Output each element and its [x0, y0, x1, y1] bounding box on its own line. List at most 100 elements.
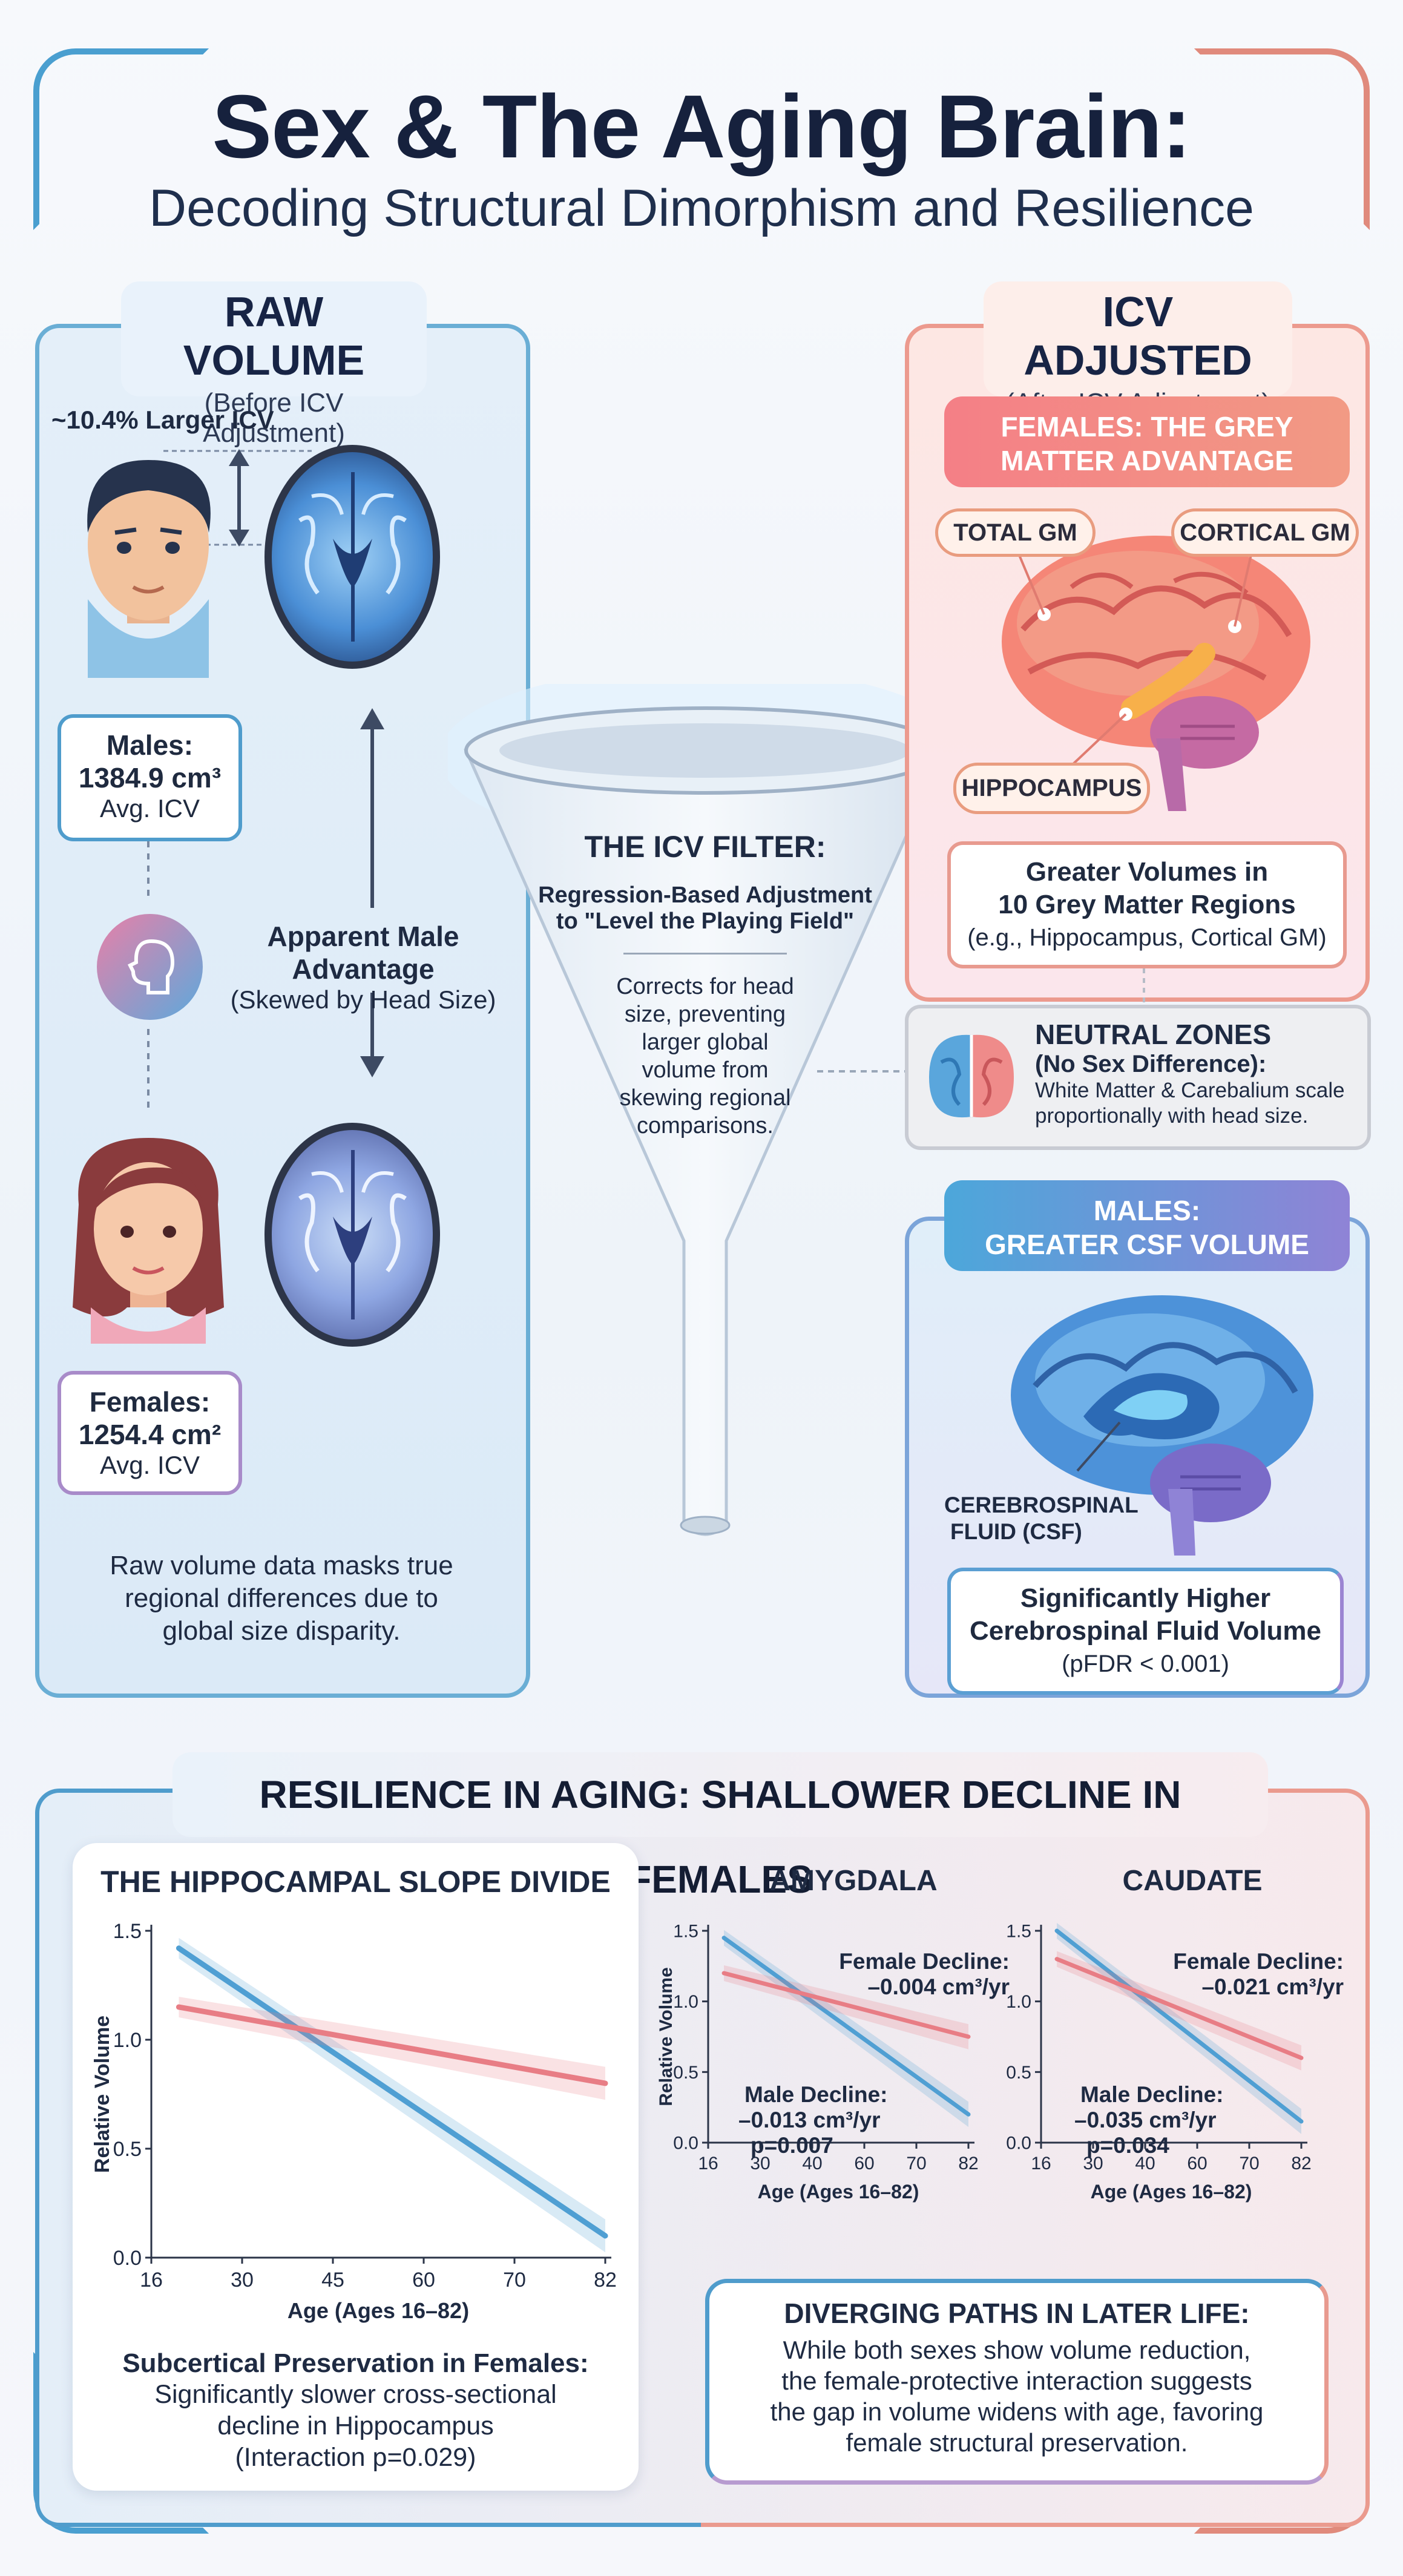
raw-volume-illustrations	[147, 449, 384, 1108]
page-subtitle: Decoding Structural Dimorphism and Resil…	[149, 179, 1254, 237]
y-tick-label: 1.0	[673, 1992, 698, 2012]
icv-adjusted-title: ICV ADJUSTED	[1024, 288, 1252, 384]
amygdala-chart-title: AMYGDALA	[769, 1865, 938, 1897]
frame-corner-top-left	[33, 48, 209, 230]
diverge-title: DIVERGING PATHS IN LATER LIFE:	[784, 2298, 1250, 2329]
y-tick-label: 0.0	[1006, 2134, 1031, 2154]
x-tick-label: 70	[503, 2269, 526, 2292]
greater-line-1: Greater Volumes in	[1025, 857, 1269, 887]
caudate-male-p: p=0.034	[1086, 2133, 1169, 2158]
csf-summary-callout: Significantly Higher Cerebrospinal Fluid…	[947, 1568, 1344, 1695]
filter-method-line-1: Regression-Based Adjustment	[538, 882, 872, 908]
y-tick-label: 1.0	[1006, 1992, 1031, 2012]
male-brain-detail	[298, 472, 407, 642]
filter-method-line-2: to "Level the Playing Field"	[556, 908, 855, 934]
female-confidence-band	[724, 1965, 968, 2049]
x-tick-label: 16	[698, 2154, 718, 2174]
y-tick-label: 1.5	[1006, 1922, 1031, 1942]
filter-desc-3: larger global	[642, 1030, 769, 1055]
raw-volume-footer: Raw volume data masks true regional diff…	[54, 1549, 508, 1648]
female-confidence-band	[179, 1997, 605, 2100]
csf-box-line-2: Cerebrospinal Fluid Volume	[969, 1616, 1322, 1646]
head-silhouette-icon	[127, 939, 175, 994]
greater-line-3: (e.g., Hippocampus, Cortical GM)	[967, 924, 1327, 951]
x-tick-label: 30	[1083, 2154, 1103, 2174]
x-tick-label: 60	[1187, 2154, 1207, 2174]
x-tick-label: 82	[594, 2269, 617, 2292]
tag-total-gm: TOTAL GM	[935, 508, 1096, 557]
y-tick-label: 1.5	[673, 1922, 698, 1942]
neutral-brain-icon	[929, 1034, 1014, 1118]
x-tick-label: 60	[854, 2154, 874, 2174]
filter-title: THE ICV FILTER:	[584, 830, 826, 864]
raw-volume-title: RAW VOLUME	[183, 288, 365, 384]
neutral-title: NEUTRAL ZONES	[1035, 1019, 1272, 1050]
male-banner-line-1: MALES:	[1093, 1195, 1201, 1226]
hippo-caption-title: Subcertical Preservation in Females:	[122, 2348, 589, 2378]
x-tick-label: 40	[802, 2154, 822, 2174]
csf-brain-illustration	[1011, 1295, 1313, 1556]
filter-divider	[623, 953, 787, 954]
y-tick-label: 0.5	[673, 2063, 698, 2083]
caudate-female-value: –0.021 cm³/yr	[1201, 1974, 1344, 1999]
y-axis-label: Relative Volume	[656, 1967, 676, 2106]
females-label: Females:	[89, 1386, 211, 1418]
y-tick-label: 1.5	[113, 1920, 142, 1943]
filter-neutral-connector	[817, 1070, 908, 1073]
amygdala-female-annotation: Female Decline: –0.004 cm³/yr	[828, 1949, 1010, 2000]
csf-label-line-1: CEREBROSPINAL	[944, 1493, 1138, 1517]
apparent-line-2: Advantage	[292, 953, 435, 985]
caudate-male-value: –0.035 cm³/yr	[1074, 2108, 1217, 2132]
hippo-caption-line-1: Significantly slower cross-sectional	[154, 2380, 557, 2409]
head-profile-icon	[97, 914, 203, 1020]
diverge-line-4: female structural preservation.	[846, 2428, 1188, 2457]
filter-desc-1: Corrects for head	[616, 974, 794, 999]
males-icv-value: 1384.9 cm³	[78, 762, 222, 794]
tag-cortical-gm: CORTICAL GM	[1171, 508, 1359, 557]
csf-label: CEREBROSPINAL FLUID (CSF)	[944, 1492, 1138, 1545]
amygdala-female-value: –0.004 cm³/yr	[867, 1974, 1010, 1999]
csf-box-line-3: (pFDR < 0.001)	[1062, 1651, 1229, 1677]
x-tick-label: 82	[1291, 2154, 1311, 2174]
diverging-paths-box	[705, 2279, 1329, 2485]
hippocampus-chart-panel	[73, 1843, 639, 2491]
x-tick-label: 60	[412, 2269, 435, 2292]
female-face-illustration	[73, 1138, 224, 1344]
x-tick-label: 45	[321, 2269, 344, 2292]
raw-footer-line-1: Raw volume data masks true	[110, 1551, 453, 1580]
filter-description: Corrects for head size, preventing large…	[514, 973, 896, 1140]
neutral-line-1: White Matter & Carebalium scale	[1035, 1079, 1345, 1102]
raw-footer-line-3: global size disparity.	[162, 1616, 401, 1646]
female-trend-line	[721, 1971, 971, 2039]
amygdala-male-value: –0.013 cm³/yr	[738, 2108, 881, 2132]
greater-line-2: 10 Grey Matter Regions	[998, 890, 1296, 919]
apparent-line-3: (Skewed by Head Size)	[230, 985, 496, 1014]
icv-difference-note: ~10.4% Larger ICV	[51, 406, 274, 434]
x-axis-label: Age (Ages 16–82)	[288, 2298, 469, 2323]
tag-hippocampus: HIPPOCAMPUS	[953, 763, 1150, 814]
x-tick-label: 82	[958, 2154, 978, 2174]
x-tick-label: 16	[1031, 2154, 1051, 2174]
filter-desc-2: size, preventing	[624, 1002, 786, 1027]
hippocampus-chart-title: THE HIPPOCAMPAL SLOPE DIVIDE	[100, 1865, 611, 1899]
amygdala-female-label: Female Decline:	[839, 1949, 1010, 1974]
neutral-line-2: proportionally with head size.	[1035, 1104, 1309, 1128]
x-tick-label: 30	[231, 2269, 254, 2292]
female-trend-line	[176, 2004, 608, 2086]
raw-footer-line-2: regional differences due to	[125, 1583, 438, 1613]
filter-desc-4: volume from	[642, 1057, 769, 1083]
females-icv-value: 1254.4 cm²	[78, 1419, 222, 1450]
female-trend-line	[1054, 1957, 1304, 2060]
grey-matter-brain-illustration	[1002, 527, 1310, 811]
diverge-line-2: the female-protective interaction sugges…	[781, 2367, 1252, 2395]
x-tick-label: 40	[1135, 2154, 1155, 2174]
y-axis-label: Relative Volume	[91, 2016, 114, 2173]
amygdala-male-p: p=0.007	[751, 2133, 833, 2158]
diverge-line-3: the gap in volume widens with age, favor…	[770, 2397, 1264, 2426]
x-axis-label: Age (Ages 16–82)	[1091, 2181, 1252, 2203]
amygdala-male-annotation: Male Decline: –0.013 cm³/yr p=0.007	[738, 2082, 887, 2158]
x-tick-label: 30	[750, 2154, 770, 2174]
male-trend-line	[721, 1936, 971, 2117]
hippo-caption-line-3: (Interaction p=0.029)	[235, 2443, 476, 2472]
